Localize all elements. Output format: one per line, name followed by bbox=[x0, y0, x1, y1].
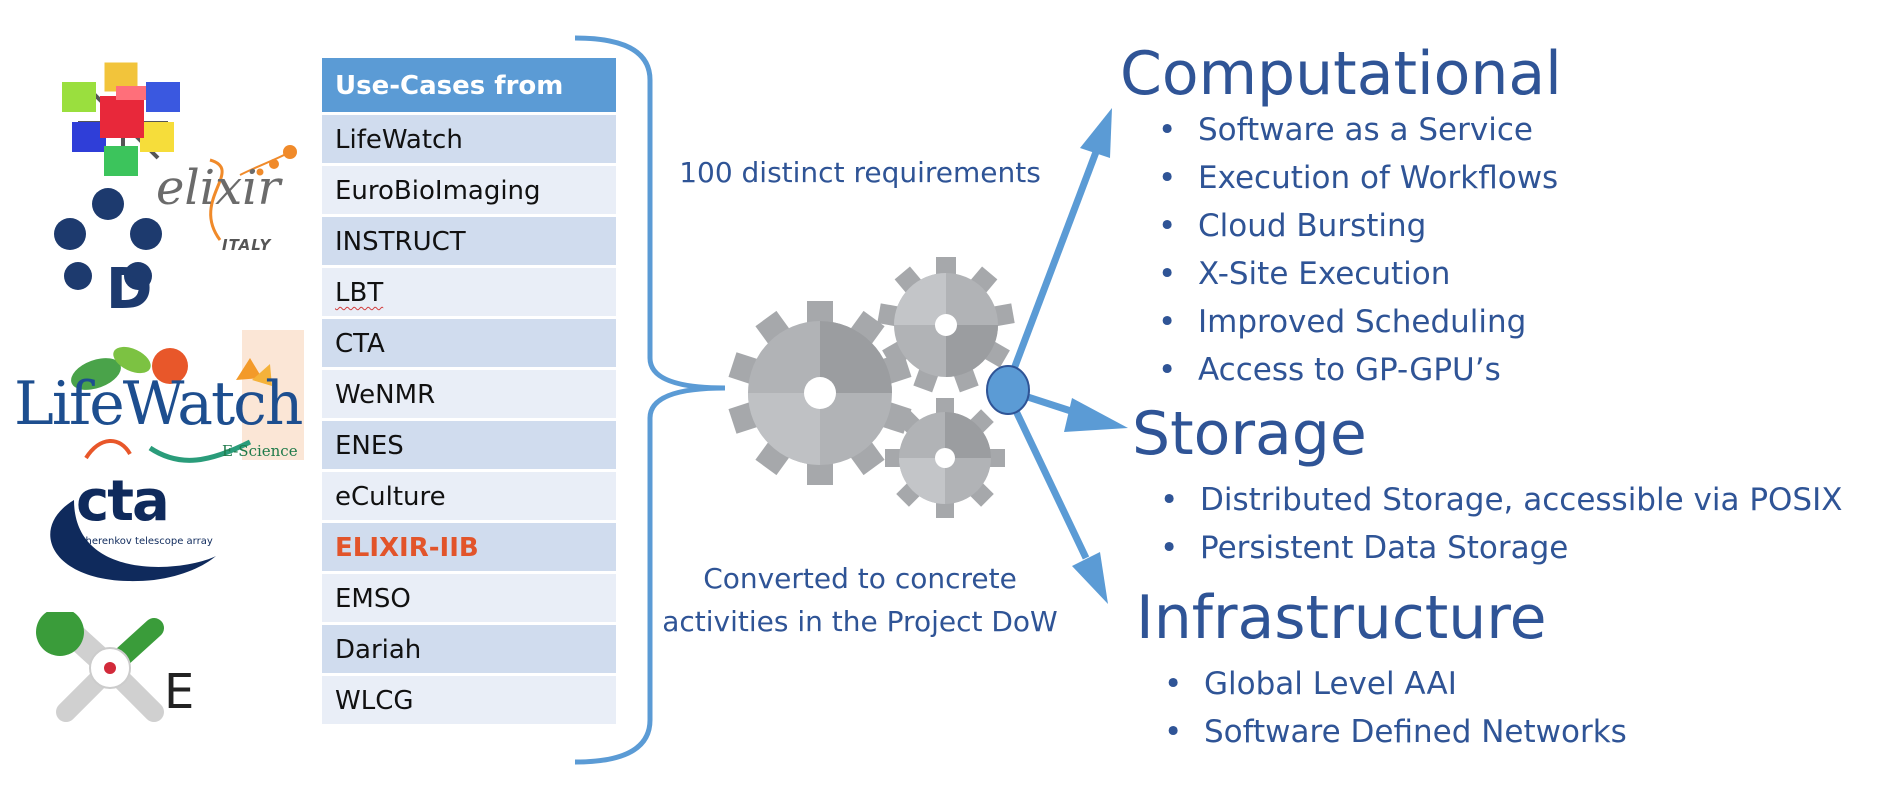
list-item: Access to GP-GPU’s bbox=[1148, 346, 1562, 394]
table-row: LifeWatch bbox=[322, 115, 616, 166]
section-title: Infrastructure bbox=[1136, 583, 1547, 653]
table-row: WeNMR bbox=[322, 370, 616, 421]
requirements-note: 100 distinct requirements bbox=[679, 156, 1041, 189]
list-item: Global Level AAI bbox=[1154, 660, 1627, 708]
section-infrastructure: Infrastructure Global Level AAI Software… bbox=[1136, 582, 1627, 756]
table-row: Dariah bbox=[322, 625, 616, 676]
arrow-icon bbox=[1002, 108, 1112, 392]
table-row: EMSO bbox=[322, 574, 616, 625]
section-storage: Storage Distributed Storage, accessible … bbox=[1132, 398, 1842, 572]
list-item: Cloud Bursting bbox=[1148, 202, 1562, 250]
list-item: Software as a Service bbox=[1148, 106, 1562, 154]
emso-logo bbox=[36, 612, 164, 722]
lifewatch-wordmark: LifeWatch bbox=[14, 369, 303, 439]
table-row: CTA bbox=[322, 319, 616, 370]
conversion-note: Converted to concrete activities in the … bbox=[640, 557, 1080, 643]
brace-icon bbox=[574, 35, 726, 765]
dariah-logo bbox=[54, 188, 162, 290]
elixir-country-label: ITALY bbox=[222, 236, 272, 254]
cta-wordmark: cta bbox=[76, 469, 170, 534]
bullet-list: Software as a Service Execution of Workf… bbox=[1148, 106, 1562, 394]
lifewatch-swoosh bbox=[84, 439, 252, 463]
cta-logo-swoosh bbox=[50, 500, 216, 582]
section-title: Storage bbox=[1132, 399, 1367, 469]
gear-icon bbox=[728, 301, 912, 485]
list-item: Improved Scheduling bbox=[1148, 298, 1562, 346]
table-row: eCulture bbox=[322, 472, 616, 523]
instruct-logo bbox=[62, 61, 180, 176]
arrow-icon bbox=[1002, 388, 1108, 604]
use-case-table: Use-Cases from LifeWatch EuroBioImaging … bbox=[322, 58, 616, 727]
table-row-label: LBT bbox=[335, 278, 384, 308]
section-title: Computational bbox=[1120, 39, 1562, 109]
list-item: Software Defined Networks bbox=[1154, 708, 1627, 756]
list-item: Execution of Workflows bbox=[1148, 154, 1562, 202]
cta-subtitle: cherenkov telescope array bbox=[80, 536, 213, 547]
list-item: X-Site Execution bbox=[1148, 250, 1562, 298]
emso-wordmark-fragment: E bbox=[164, 664, 195, 720]
bullet-list: Distributed Storage, accessible via POSI… bbox=[1150, 476, 1842, 572]
lifewatch-decoration bbox=[71, 346, 272, 390]
hub-node-icon bbox=[986, 365, 1030, 415]
table-row: INSTRUCT bbox=[322, 217, 616, 268]
elixir-italy-logo bbox=[209, 145, 297, 241]
table-row: ENES bbox=[322, 421, 616, 472]
list-item: Distributed Storage, accessible via POSI… bbox=[1150, 476, 1842, 524]
conversion-note-line: Converted to concrete bbox=[703, 562, 1017, 595]
table-row: WLCG bbox=[322, 676, 616, 727]
gear-icon bbox=[877, 257, 1015, 393]
dariah-letter: D bbox=[106, 257, 153, 322]
elixir-wordmark: elixir bbox=[156, 160, 281, 216]
bullet-list: Global Level AAI Software Defined Networ… bbox=[1154, 660, 1627, 756]
table-row: EuroBioImaging bbox=[322, 166, 616, 217]
use-case-table-header: Use-Cases from bbox=[322, 58, 616, 115]
gear-icon bbox=[885, 398, 1005, 518]
lifewatch-logo-bg bbox=[242, 330, 304, 460]
list-item: Persistent Data Storage bbox=[1150, 524, 1842, 572]
table-row: LBT bbox=[322, 268, 616, 319]
conversion-note-line: activities in the Project DoW bbox=[662, 605, 1058, 638]
table-row-highlighted: ELIXIR-IIB bbox=[322, 523, 616, 574]
lifewatch-subtitle: E-Science bbox=[222, 442, 298, 460]
section-computational: Computational Software as a Service Exec… bbox=[1120, 38, 1562, 394]
